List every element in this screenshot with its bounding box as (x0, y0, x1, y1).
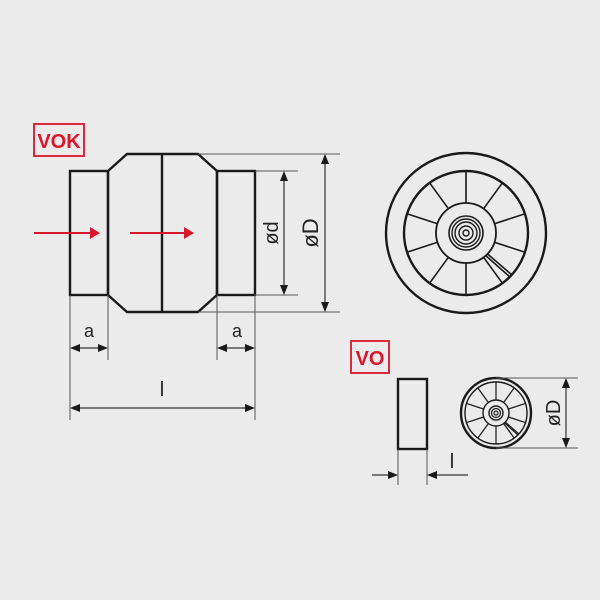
vok-side-view: a a l ød øD (34, 152, 340, 420)
vo-tag-label: VO (356, 348, 385, 370)
dim-inner-diameter: ød (261, 171, 288, 295)
impeller-blade (504, 422, 519, 436)
impeller-blade (494, 213, 526, 225)
motor-center-icon (448, 215, 484, 251)
impeller-blade (503, 423, 515, 439)
vo-front-view (459, 376, 533, 450)
dim-vo-outer-diameter-label: øD (543, 400, 565, 427)
dim-l-label: l (160, 379, 164, 401)
impeller-blade (485, 255, 511, 278)
dim-inner-diameter-label: ød (261, 221, 283, 244)
vok-tag: VOK (33, 123, 85, 157)
dim-a-left: a (70, 321, 108, 352)
dim-a-left-label: a (84, 321, 95, 341)
impeller-blade (477, 423, 489, 439)
vo-motor-center-icon (488, 405, 504, 421)
dim-a-right: a (217, 321, 255, 352)
vok-front-view (384, 151, 548, 315)
flow-arrow-right (130, 227, 194, 239)
impeller-blades (406, 171, 526, 295)
impeller-blade (508, 416, 526, 424)
impeller-blade (406, 241, 438, 253)
impeller-blade (477, 387, 489, 403)
impeller-blade (428, 256, 450, 284)
impeller-blade (466, 416, 484, 424)
vok-right-spigot (215, 169, 257, 297)
impeller-blade (466, 402, 484, 410)
hub (435, 202, 497, 264)
dim-vo-length-label: l (450, 451, 454, 473)
vok-tag-label: VOK (37, 131, 81, 153)
dim-outer-diameter-label: øD (298, 218, 323, 247)
impeller-blade (508, 402, 526, 410)
impeller-blade (486, 253, 513, 276)
impeller-blade (428, 182, 450, 210)
impeller-blade (482, 182, 504, 210)
flow-arrow-left (34, 227, 100, 239)
dim-vo-length: l (372, 451, 468, 479)
vo-impeller-blades (466, 382, 526, 444)
vo-side-view: l (372, 377, 468, 485)
impeller-blade (406, 213, 438, 225)
dim-outer-diameter: øD (298, 154, 329, 312)
dim-vo-outer-diameter: øD (496, 377, 578, 449)
impeller-blade (482, 256, 504, 284)
impeller-blade (494, 241, 526, 253)
vo-tag: VO (350, 340, 390, 374)
dim-l-total: l (70, 379, 255, 412)
dim-a-right-label: a (232, 321, 243, 341)
impeller-blade (503, 387, 515, 403)
outer-ring (384, 151, 548, 315)
impeller-blade (504, 421, 520, 435)
